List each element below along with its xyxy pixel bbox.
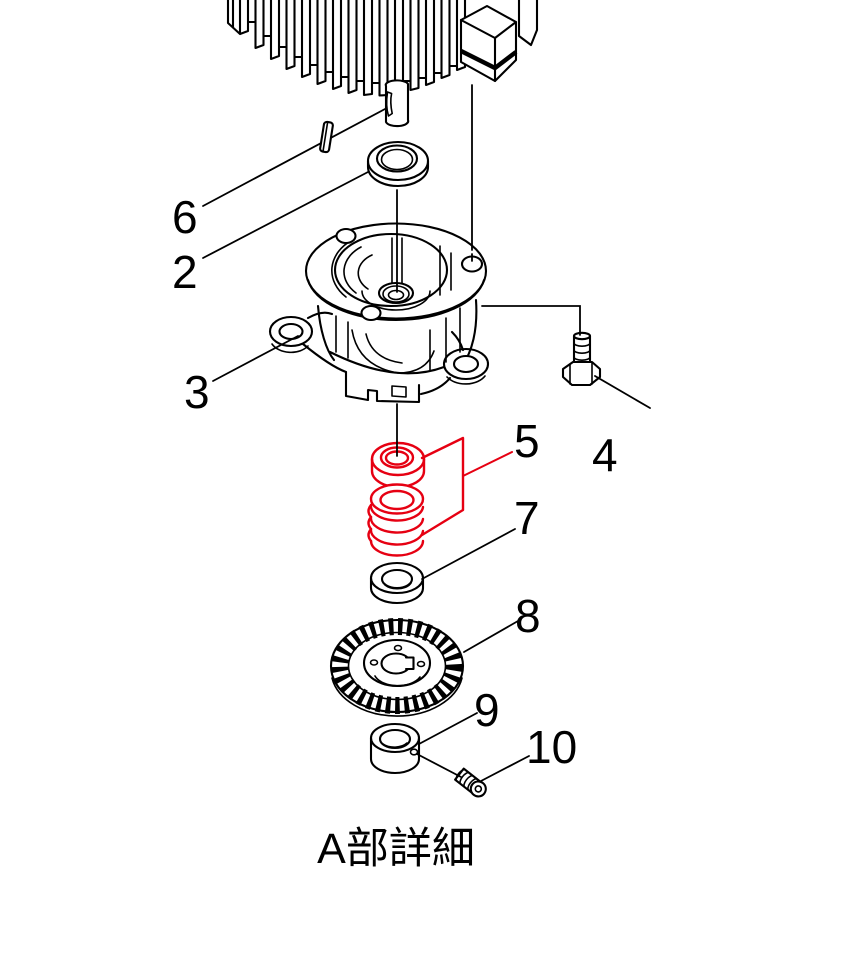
seal-ring [369,561,425,605]
callout-7: 7 [514,492,540,544]
left-ear-thickness [271,343,309,354]
screw-end [469,780,487,798]
leader-6 [202,108,386,207]
bolt-threads [573,342,591,361]
left-ear-hole [278,322,304,341]
terminal-block-band [459,48,518,71]
bearing-washer [366,140,430,187]
bolt-hex-head [561,360,602,387]
leader-8 [463,620,519,653]
leader-9 [418,712,478,745]
leader-lines-behind [202,108,386,259]
set-screw [454,767,487,798]
key [319,120,334,154]
gear-dot-right [416,660,426,668]
collar-hole [378,728,412,750]
gear-depth [331,677,463,717]
spring-coils [369,503,425,557]
gear-root [347,631,447,701]
leader-5 [462,451,513,477]
screw-threads [455,768,478,791]
bolt-drop-line [481,305,581,336]
highlighted-part-5 [367,436,513,557]
diagram-caption: A部詳細 [317,825,475,873]
motor-body [226,0,539,97]
hub-hole [387,289,405,301]
callout-8: 8 [515,590,541,642]
bore-interior [331,237,452,298]
gear-keyway [404,656,415,671]
callout-labels: 6 2 3 4 5 7 8 9 10 [172,191,618,773]
callout-2: 2 [172,246,198,298]
callout-4: 4 [592,429,618,481]
collar-screw-hole [409,748,419,756]
hex-bolt [561,331,602,387]
right-ear-hole [452,354,480,374]
impeller-gear [329,618,465,717]
spring-coil-links [367,503,373,543]
leader-4 [594,375,651,409]
feet-notch [391,385,407,398]
leader-lines [212,84,651,782]
right-ear-thickness [446,375,486,385]
bolt-head-facets [569,362,593,385]
washer-rim [375,144,419,173]
gear-outer [329,618,465,714]
gear-hub-edge [374,675,421,687]
key-edge [322,122,329,152]
gear-dot-top [393,644,403,652]
bolt-shank-top [572,331,592,341]
housing-feet [344,370,421,404]
hub-rim [382,285,410,303]
collar-inner-edge [382,742,408,748]
washer-hole [380,148,414,171]
terminal-block-edges [459,18,518,83]
motor-fins [226,0,467,97]
hub-ring [361,290,431,311]
callout-6: 6 [172,191,198,243]
terminal-block-step [517,0,539,47]
collar-screw-line [416,753,462,778]
volute-pocket [351,329,435,374]
washer-thickness [366,159,430,187]
drum-ribs [335,307,461,371]
motor-shaft [384,79,410,128]
shaft-keyway [385,91,393,117]
seal-cup [384,582,412,590]
gear-teeth [331,618,463,714]
shaft-collar [369,722,421,775]
leader-10 [480,755,530,782]
leader-2 [202,171,369,259]
callout-5: 5 [514,415,540,467]
pump-housing [268,222,490,404]
gear-dot-left [369,659,379,666]
flange-bore [333,232,449,308]
leader-7 [421,528,516,580]
callout-10: 10 [526,721,577,773]
plate-outline [301,311,465,396]
bracket-5 [420,436,465,537]
seal-thickness [369,576,425,605]
flange-hole-bottom [360,304,382,322]
spring-top-inner [379,489,415,511]
callout-3: 3 [184,366,210,418]
leader-3 [212,335,299,382]
terminal-block [459,4,518,83]
flange-thickness [306,278,486,321]
flange-hole-topleft [335,227,357,245]
screw-socket [474,785,483,793]
callout-9: 9 [474,684,500,736]
